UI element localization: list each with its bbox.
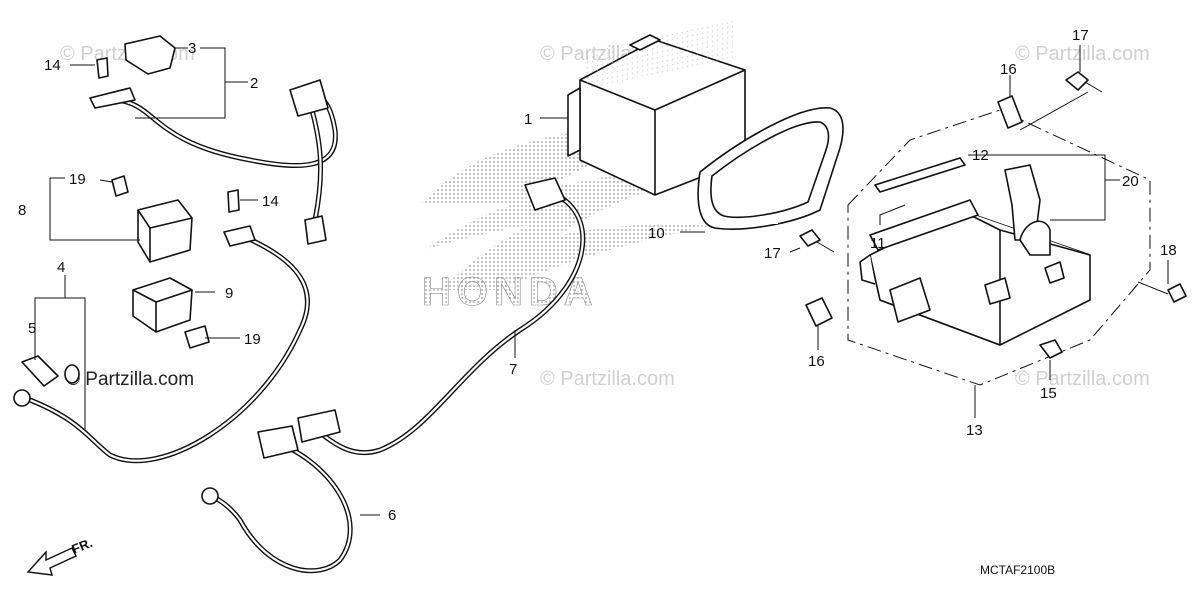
callout-9: 9	[225, 285, 233, 302]
fuse-bottom	[184, 325, 210, 349]
callout-19: 19	[69, 171, 86, 188]
clip-part-16-top	[997, 95, 1023, 129]
battery-band	[697, 107, 844, 230]
callout-8: 8	[18, 202, 26, 219]
callout-14: 14	[262, 193, 279, 210]
watermark-text: © Partzilla.com	[1015, 368, 1150, 390]
leader-lines	[34, 45, 1169, 516]
callout-4: 4	[57, 259, 65, 276]
front-label: FR.	[70, 535, 95, 557]
cable-part-7	[297, 177, 586, 456]
rubber-strips	[869, 157, 979, 251]
starter-relay	[137, 199, 193, 263]
clip-part-15	[1039, 339, 1063, 359]
cable-part-4	[13, 225, 310, 464]
callout-16: 16	[1000, 61, 1017, 78]
fuse-top	[111, 175, 129, 197]
callout-6: 6	[388, 507, 396, 524]
terminal-bolt	[21, 355, 59, 387]
callout-18: 18	[1160, 242, 1177, 259]
callout-19: 19	[244, 331, 261, 348]
callout-2: 2	[250, 75, 258, 92]
diagram-code: MCTAF2100B	[980, 563, 1055, 577]
callout-13: 13	[966, 422, 983, 439]
bolt-part-17-top	[1065, 71, 1103, 93]
callouts: 3 2 14 19 8 14 9 19 4 5 6 7 1 10 17 16 1…	[18, 27, 1177, 524]
callout-17: 17	[764, 245, 781, 262]
battery	[567, 19, 746, 196]
relay-cover	[132, 277, 193, 333]
front-direction-indicator: FR.	[26, 535, 95, 576]
callout-10: 10	[648, 225, 665, 242]
callout-12: 12	[972, 147, 989, 164]
terminal-cap	[124, 35, 176, 75]
callout-11: 11	[870, 235, 886, 252]
callout-17: 17	[1072, 27, 1089, 44]
wing-halftone	[420, 126, 715, 290]
watermark-text: © Partzilla.com	[1015, 43, 1150, 65]
bolt-part-18	[1137, 281, 1187, 303]
cable-part-2	[89, 79, 338, 245]
bolt-part-17-left	[799, 229, 835, 253]
arrow-icon	[26, 547, 77, 576]
callout-15: 15	[1040, 385, 1057, 402]
callout-7: 7	[509, 361, 517, 378]
watermark-text: © Partzilla.com	[540, 368, 675, 390]
bolt-part-14-top	[96, 57, 109, 79]
cable-part-6	[201, 425, 353, 574]
callout-1: 1	[524, 111, 532, 128]
honda-brand-text: HONDA	[422, 270, 599, 314]
watermark-text: © Partzilla.com	[66, 369, 194, 390]
battery-box	[847, 109, 1151, 386]
washer	[64, 364, 80, 384]
callout-16: 16	[808, 353, 825, 370]
callout-14: 14	[44, 57, 61, 74]
clip-part-16-bottom	[805, 297, 833, 327]
honda-wing-logo: HONDA	[420, 126, 715, 314]
callout-5: 5	[28, 320, 36, 337]
callout-20: 20	[1122, 173, 1139, 190]
callout-3: 3	[188, 40, 196, 57]
bolt-part-14-mid	[227, 189, 240, 213]
